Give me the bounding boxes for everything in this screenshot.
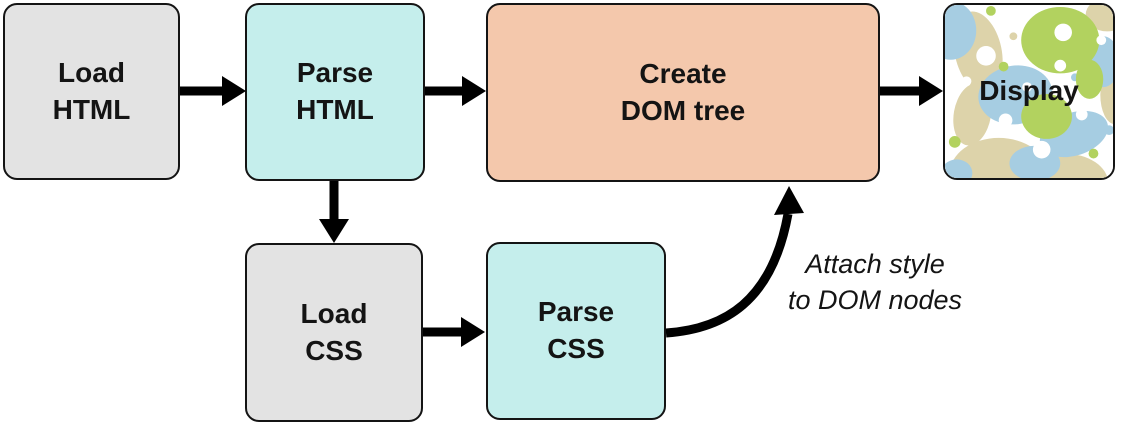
node-load-css: Load CSS	[245, 243, 423, 422]
node-display: Display	[943, 3, 1115, 180]
display-thumbnail-pattern	[945, 5, 1113, 178]
arrowhead-load-css-to-parse-css	[461, 317, 485, 347]
pattern-white-dots	[961, 14, 1107, 159]
arrowhead-parse-css-to-create-dom	[774, 186, 804, 215]
arrowhead-parse-html-to-create-dom	[462, 76, 486, 106]
node-parse-css: Parse CSS	[486, 242, 666, 420]
node-parse-html: Parse HTML	[245, 3, 425, 181]
arrowhead-parse-html-to-load-css	[319, 219, 349, 243]
arrowhead-create-dom-to-display	[919, 76, 943, 106]
node-load-html: Load HTML	[3, 3, 180, 180]
node-parse-html-label: Parse HTML	[296, 57, 374, 125]
node-create-dom-tree: Create DOM tree	[486, 3, 880, 182]
node-load-html-label: Load HTML	[52, 56, 131, 125]
node-create-dom-tree-label: Create DOM tree	[620, 57, 746, 126]
edge-label-attach-style: Attach style to DOM nodes	[787, 249, 963, 315]
node-load-css-label: Load CSS	[300, 297, 368, 366]
node-parse-css-label: Parse CSS	[537, 296, 615, 364]
node-display-label: Display	[979, 75, 1079, 107]
arrowhead-load-html-to-parse-html	[222, 76, 246, 106]
